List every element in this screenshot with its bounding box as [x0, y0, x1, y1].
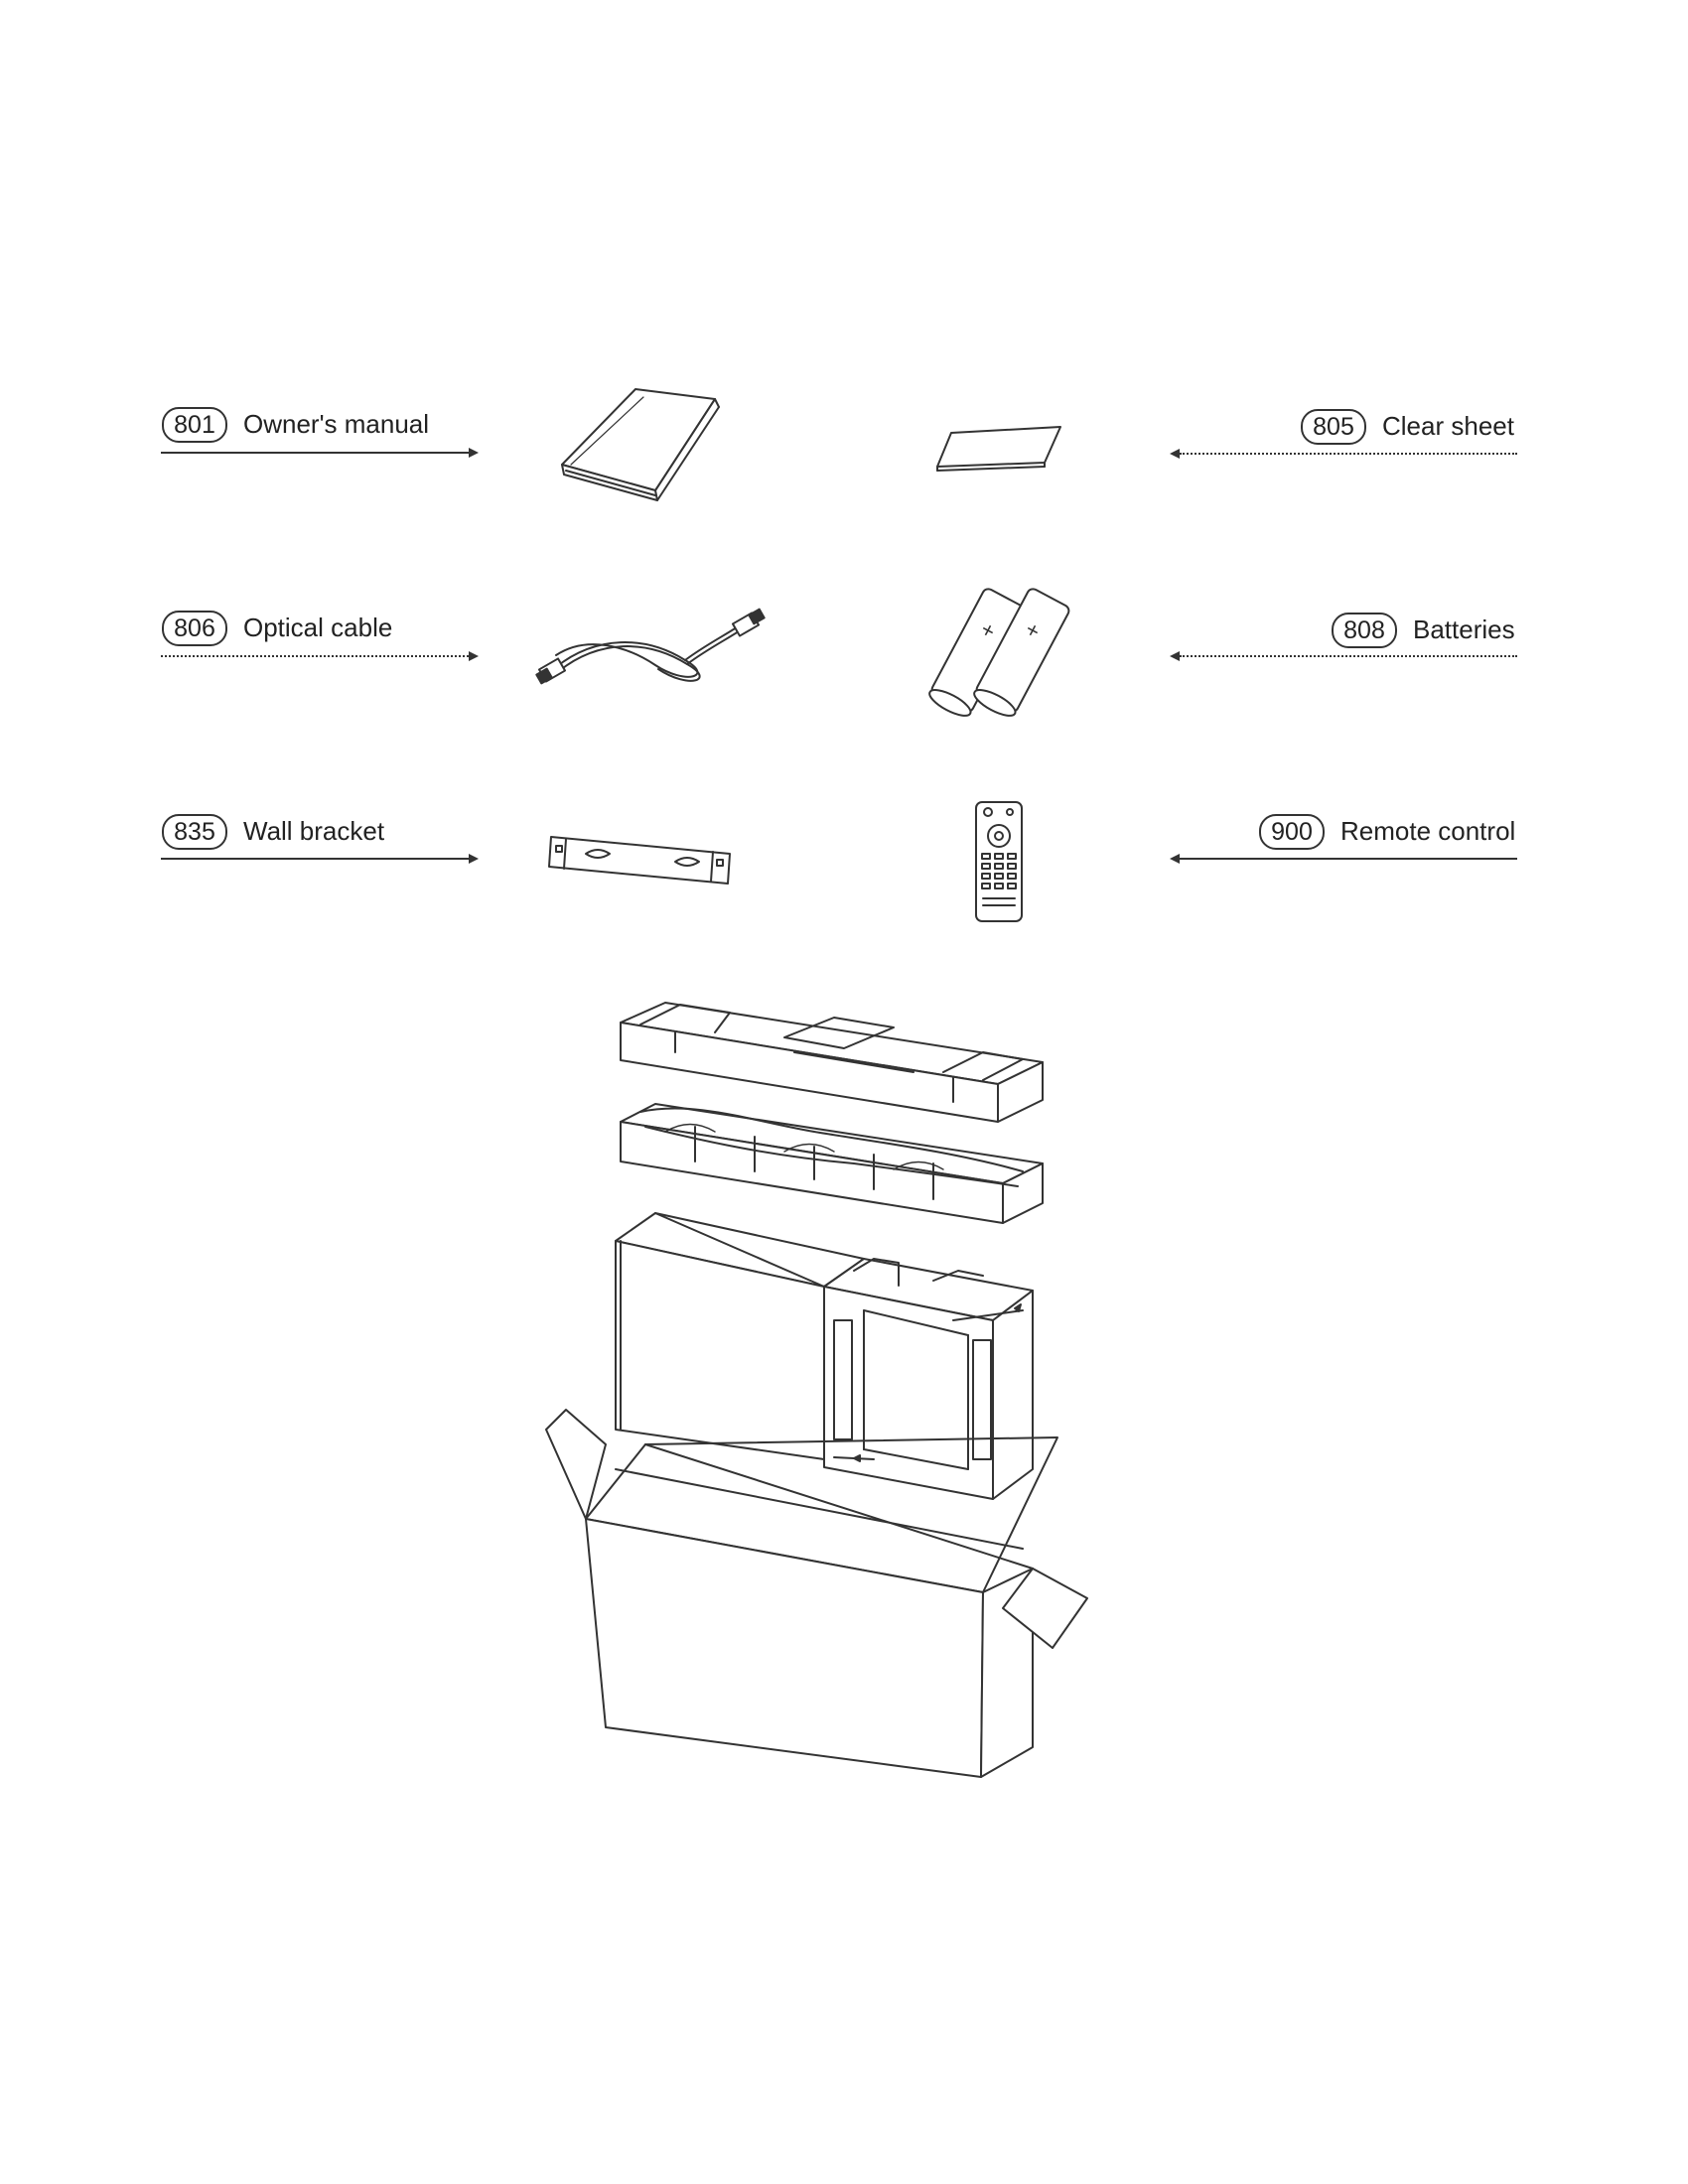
foam-tray-with-soundbar	[620, 1103, 1044, 1224]
part-number-badge: 801	[162, 407, 227, 443]
optical-cable-illustration	[535, 608, 766, 685]
arrowhead-icon	[1170, 651, 1180, 661]
leader-line-805	[1180, 453, 1517, 455]
side-foam-block	[823, 1258, 1034, 1500]
outer-shipping-box	[545, 1409, 1088, 1778]
wall-bracket-illustration	[548, 836, 731, 885]
part-label: Wall bracket	[243, 816, 385, 846]
part-label: Optical cable	[243, 613, 393, 642]
top-foam-cushion	[620, 1002, 1044, 1123]
owners-manual-illustration	[561, 388, 720, 501]
callout-808: 808 Batteries	[1332, 613, 1520, 652]
remote-control-illustration	[975, 801, 1023, 922]
leader-line-806	[161, 655, 469, 657]
part-label: Batteries	[1413, 614, 1515, 644]
callout-900: 900 Remote control	[1259, 814, 1527, 854]
part-number-badge: 835	[162, 814, 227, 850]
part-number-badge: 805	[1301, 409, 1366, 445]
part-number-badge: 808	[1332, 613, 1397, 648]
part-number-badge: 900	[1259, 814, 1325, 850]
part-label: Clear sheet	[1382, 411, 1514, 441]
clear-sheet-illustration	[936, 426, 1061, 472]
leader-line-835	[161, 858, 469, 860]
packing-exploded-view	[545, 1002, 1088, 1778]
arrowhead-icon	[469, 651, 479, 661]
leader-line-801	[161, 452, 469, 454]
part-label: Remote control	[1340, 816, 1516, 846]
callout-801: 801 Owner's manual	[162, 407, 579, 447]
part-number-badge: 806	[162, 611, 227, 646]
arrowhead-icon	[1170, 854, 1180, 864]
arrowhead-icon	[1170, 449, 1180, 459]
leader-line-900	[1180, 858, 1517, 860]
batteries-illustration: + +	[928, 588, 1070, 717]
callout-806: 806 Optical cable	[162, 611, 579, 650]
arrowhead-icon	[469, 448, 479, 458]
callout-805: 805 Clear sheet	[1301, 409, 1519, 449]
part-label: Owner's manual	[243, 409, 430, 439]
leader-line-808	[1180, 655, 1517, 657]
callout-835: 835 Wall bracket	[162, 814, 579, 854]
arrowhead-icon	[469, 854, 479, 864]
